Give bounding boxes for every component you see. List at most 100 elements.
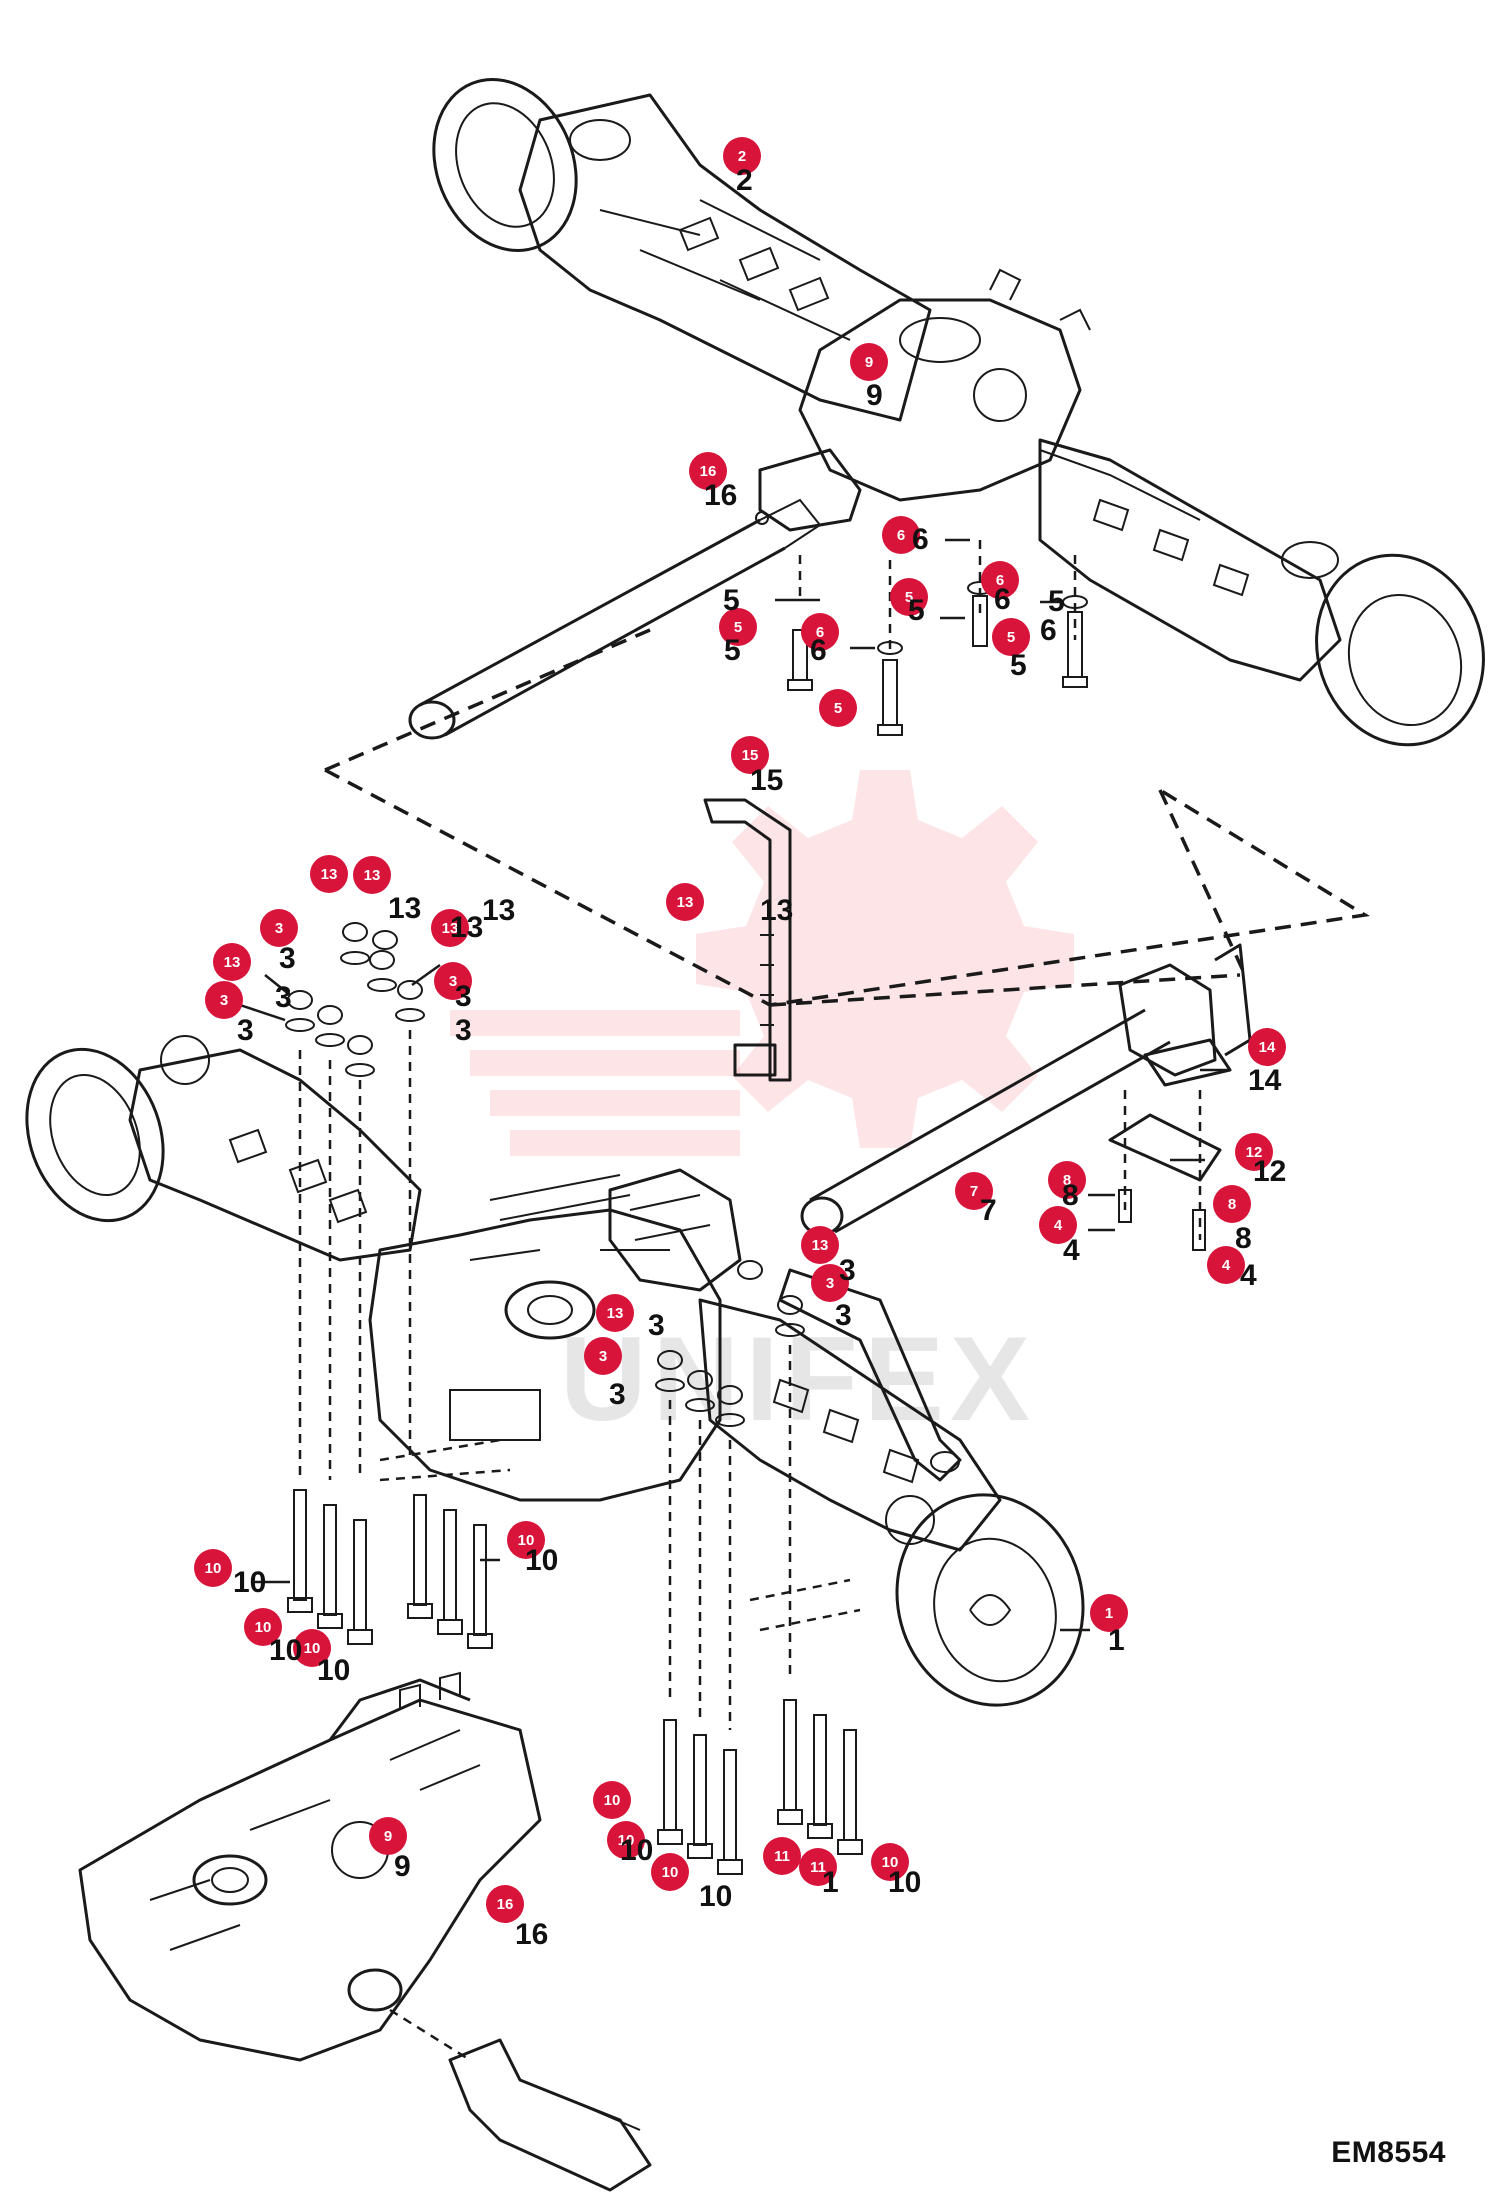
callout-label: 13	[607, 1305, 624, 1322]
callout-circle	[819, 689, 857, 727]
callout-marker-10: 10	[593, 1781, 631, 1819]
callout-circle	[310, 855, 348, 893]
part-number-5: 5	[1048, 585, 1065, 618]
upper-axle-housing	[432, 78, 1485, 747]
callout-marker-13: 13	[213, 943, 251, 981]
callout-circle	[1090, 1594, 1128, 1632]
part-number-3: 3	[648, 1309, 665, 1342]
support-plate-and-bolts	[1088, 1068, 1230, 1251]
part-number-15: 15	[750, 764, 783, 797]
callout-marker-5: 5	[719, 608, 757, 646]
callout-label: 10	[304, 1640, 321, 1657]
callout-circle	[992, 618, 1030, 656]
callout-circle	[955, 1172, 993, 1210]
callout-circle	[369, 1817, 407, 1855]
callout-label: 12	[1246, 1144, 1263, 1161]
callout-circle	[871, 1843, 909, 1881]
callout-marker-3: 3	[811, 1264, 849, 1302]
part-number-5: 5	[1010, 649, 1027, 682]
part-number-13: 13	[760, 894, 793, 927]
part-number-4: 4	[1240, 1259, 1257, 1292]
callout-label: 16	[700, 463, 717, 480]
part-number-2: 2	[736, 164, 753, 197]
callout-circle	[811, 1264, 849, 1302]
part-number-5: 5	[908, 594, 925, 627]
callout-label: 10	[662, 1864, 679, 1881]
part-number-12: 12	[1253, 1155, 1286, 1188]
callout-marker-6: 6	[981, 561, 1019, 599]
upper-nuts-washers	[239, 922, 441, 1480]
drawing-code-label: EM8554	[1331, 2136, 1446, 2169]
callout-marker-5: 5	[890, 578, 928, 616]
callout-circle	[1039, 1206, 1077, 1244]
callout-label: 11	[810, 1859, 826, 1876]
callout-label: 10	[618, 1832, 635, 1849]
callout-circle	[584, 1337, 622, 1375]
callout-label: 13	[442, 920, 459, 937]
callout-marker-10: 10	[651, 1853, 689, 1891]
part-number-3: 3	[237, 1014, 254, 1047]
callout-label: 13	[224, 954, 241, 971]
bracket-15	[703, 798, 792, 1082]
callout-marker-4: 4	[1039, 1206, 1077, 1244]
part-number-10: 10	[233, 1566, 266, 1599]
callout-label: 5	[734, 619, 742, 636]
callout-marker-1: 1	[1090, 1594, 1128, 1632]
part-number-3: 3	[609, 1378, 626, 1411]
callout-label: 4	[1054, 1217, 1063, 1234]
callout-circle	[850, 343, 888, 381]
part-number-16: 16	[704, 479, 737, 512]
callout-marker-13: 13	[596, 1294, 634, 1332]
callout-circle	[431, 909, 469, 947]
callout-circle	[607, 1821, 645, 1859]
callout-circle	[434, 962, 472, 1000]
callout-circle	[593, 1781, 631, 1819]
part-number-3: 3	[455, 980, 472, 1013]
callout-label: 10	[518, 1532, 535, 1549]
callout-label: 5	[905, 589, 913, 606]
watermark-text: UNIFEX	[560, 1312, 1036, 1446]
callout-label: 3	[826, 1275, 834, 1292]
callout-circle	[1213, 1185, 1251, 1223]
callout-label: 3	[220, 992, 228, 1009]
callout-circle	[890, 578, 928, 616]
callout-label: 16	[497, 1896, 514, 1913]
callout-label: 8	[1228, 1196, 1236, 1213]
callout-label: 6	[897, 527, 905, 544]
part-number-8: 8	[1235, 1222, 1252, 1255]
callout-circle	[507, 1521, 545, 1559]
part-number-10: 10	[317, 1654, 350, 1687]
callout-marker-9: 9	[850, 343, 888, 381]
assembly-dashed-guide-2	[769, 973, 1241, 1007]
part-number-5: 5	[723, 584, 740, 617]
callout-circle	[213, 943, 251, 981]
callout-marker-3: 3	[584, 1337, 622, 1375]
callout-label: 13	[677, 894, 694, 911]
callout-label: 1	[1105, 1605, 1113, 1622]
part-number-1: 1	[1108, 1624, 1125, 1657]
callout-marker-6: 6	[801, 613, 839, 651]
part-number-10: 10	[699, 1880, 732, 1913]
upper-mounting-bolts	[775, 538, 1088, 736]
upper-drive-shaft	[408, 498, 822, 740]
callout-label: 9	[384, 1828, 392, 1845]
callout-label: 13	[321, 866, 338, 883]
part-number-3: 3	[839, 1254, 856, 1287]
callout-marker-8: 8	[1213, 1185, 1251, 1223]
lower-long-bolts-right	[657, 1628, 1090, 1875]
callout-circle	[293, 1629, 331, 1667]
callout-marker-3: 3	[205, 981, 243, 1019]
callout-label: 15	[742, 747, 759, 764]
callout-marker-13: 13	[666, 883, 704, 921]
callout-marker-16: 16	[689, 452, 727, 490]
callout-label: 8	[1063, 1172, 1071, 1189]
callout-circle	[689, 452, 727, 490]
lower-long-bolts-left	[255, 1489, 500, 1649]
part-number-9: 9	[866, 379, 883, 412]
part-number-6: 6	[994, 583, 1011, 616]
callout-marker-10: 10	[293, 1629, 331, 1667]
callout-marker-14: 14	[1248, 1028, 1286, 1066]
callout-marker-7: 7	[955, 1172, 993, 1210]
callout-marker-13: 13	[310, 855, 348, 893]
